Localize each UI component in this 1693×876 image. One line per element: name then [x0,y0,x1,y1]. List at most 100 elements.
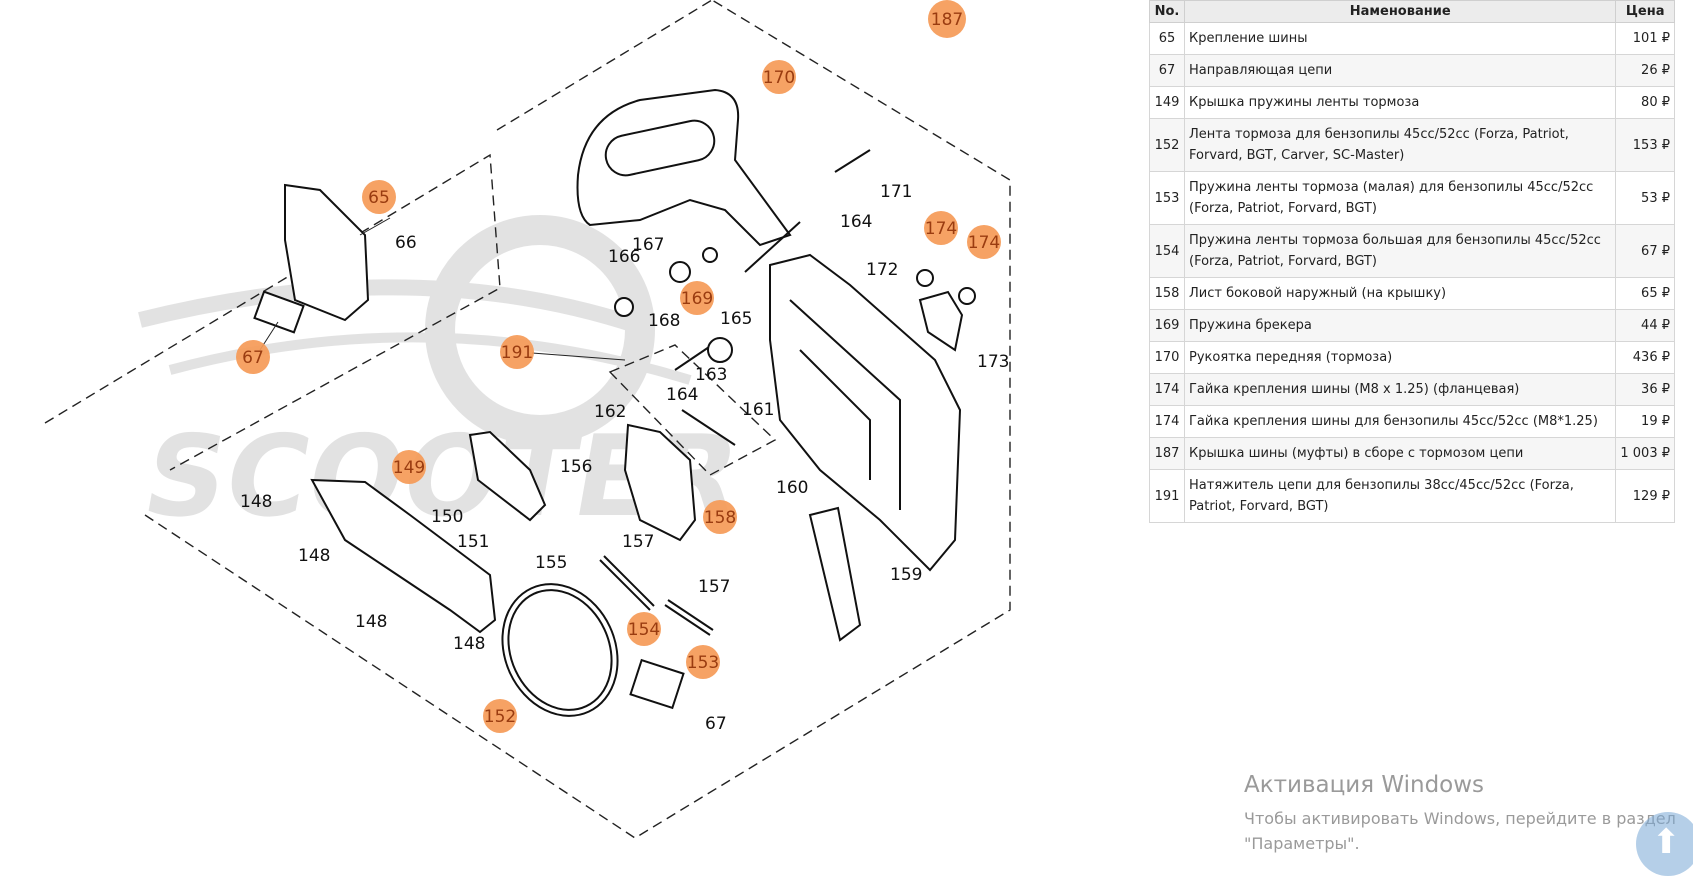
leader-line [744,221,801,273]
table-header-row: No. Наменование Цена [1149,0,1675,23]
cell-part-number: 153 [1149,171,1185,225]
strip-part [808,506,862,642]
callout-label: 148 [298,546,330,566]
hotspot-152[interactable]: 152 [483,699,517,733]
hotspot-153[interactable]: 153 [686,645,720,679]
callout-label: 164 [666,385,698,405]
scroll-to-top-button[interactable]: ⬆ [1636,812,1693,876]
hotspot-number: 152 [484,707,516,727]
cell-price: 1 003 ₽ [1615,437,1675,470]
callout-labels: 66 171 164 166 167 168 172 165 163 164 1… [240,182,1009,734]
cell-part-name: Лента тормоза для бензопилы 45cc/52cc (F… [1183,118,1617,172]
hotspot-169[interactable]: 169 [680,281,714,315]
cell-price: 129 ₽ [1615,469,1675,523]
frame-outline-top [496,0,713,131]
hotspot-149[interactable]: 149 [392,450,426,484]
cell-part-number: 65 [1149,22,1185,55]
activation-text: Чтобы активировать Windows, перейдите в … [1244,809,1676,853]
callout-label: 161 [742,400,774,420]
hotspot-number: 153 [687,653,719,673]
hotspot-154[interactable]: 154 [627,612,661,646]
callout-label: 159 [890,565,922,585]
lever-part [468,430,547,522]
brake-band-part [501,583,619,717]
bar-nut-part [916,269,934,287]
cell-part-number: 169 [1149,309,1185,342]
washer-part-2 [669,261,691,283]
hotspot-158[interactable]: 158 [703,500,737,534]
hotspot-67[interactable]: 67 [236,340,270,374]
hotspot-174[interactable]: 174 [924,211,958,245]
hotspot-187[interactable]: 187 [928,0,966,38]
cell-part-name: Пружина ленты тормоза большая для бензоп… [1183,224,1617,278]
callout-label: 167 [632,235,664,255]
cell-part-number: 158 [1149,277,1185,310]
hotspot-number: 191 [501,343,533,363]
hotspot-number: 149 [393,458,425,478]
callout-label: 168 [648,311,680,331]
cell-part-number: 187 [1149,437,1185,470]
hotspot-number: 65 [368,188,390,208]
cell-part-name: Гайка крепления шины для бензопилы 45cc/… [1183,405,1617,438]
column-header-name: Наменование [1183,0,1617,23]
bar-mount-plate-part [284,183,370,322]
cell-part-number: 152 [1149,118,1185,172]
callout-label: 151 [457,532,489,552]
cell-price: 80 ₽ [1615,86,1675,119]
callout-label: 166 [608,247,640,267]
callout-label: 66 [395,233,417,253]
exploded-view-drawing: SCOOTER 66 171 [44,0,1011,839]
column-header-no: No. [1149,0,1185,23]
bar-nut-part-2 [958,287,976,305]
washer-part [614,297,634,317]
callout-label: 173 [977,352,1009,372]
cell-part-number: 154 [1149,224,1185,278]
tensioner-screw-part [681,409,736,446]
callout-label: 156 [560,457,592,477]
cell-price: 436 ₽ [1615,341,1675,374]
callout-label: 163 [695,365,727,385]
hotspot-170[interactable]: 170 [762,60,796,94]
cell-price: 53 ₽ [1615,171,1675,225]
bracket-part [918,290,964,352]
hotspot-174-2[interactable]: 174 [967,225,1001,259]
leader-191 [531,352,626,361]
cell-price: 153 ₽ [1615,118,1675,172]
hotspot-191[interactable]: 191 [500,335,534,369]
callout-label: 172 [866,260,898,280]
callout-label: 157 [622,532,654,552]
hotspot-number: 67 [242,348,264,368]
hotspot-markers: 187 170 65 67 169 191 174 174 149 158 15… [236,0,1001,733]
callout-label: 164 [840,212,872,232]
cell-part-number: 67 [1149,54,1185,87]
cell-price: 36 ₽ [1615,373,1675,406]
activation-title: Активация Windows [1244,772,1485,798]
cell-part-name: Лист боковой наружный (на крышку) [1183,277,1617,310]
cell-part-name: Направляющая цепи [1183,54,1617,87]
front-handle-part [576,88,792,247]
hotspot-65[interactable]: 65 [362,180,396,214]
cell-price: 67 ₽ [1615,224,1675,278]
callout-label: 148 [240,492,272,512]
brake-spring-small-part [664,599,714,636]
callout-label: 162 [594,402,626,422]
callout-label: 148 [355,612,387,632]
callout-label: 148 [453,634,485,654]
cell-part-name: Крышка пружины ленты тормоза [1183,86,1617,119]
callout-label: 160 [776,478,808,498]
